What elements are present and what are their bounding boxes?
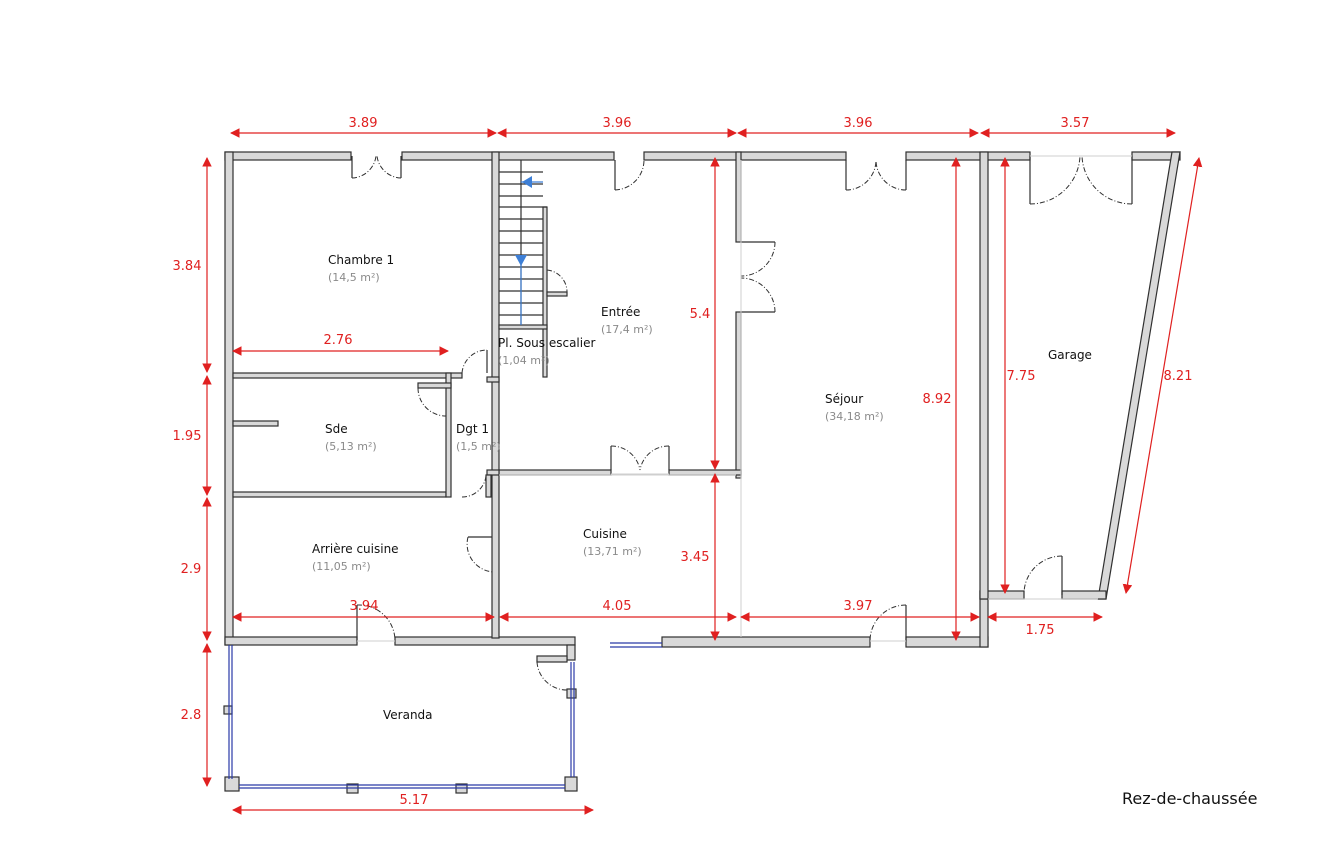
- room-area: (5,13 m²): [325, 440, 377, 453]
- room-labels: Chambre 1 (14,5 m²) Entrée (17,4 m²) Pl.…: [312, 253, 1092, 722]
- dimension-label: 8.92: [923, 392, 952, 407]
- room-name: Chambre 1: [328, 253, 394, 267]
- room-name: Dgt 1: [456, 422, 489, 436]
- dimension-label: 1.75: [1026, 623, 1055, 638]
- dimension-label: 1.95: [173, 429, 202, 444]
- dimension-label: 2.8: [181, 708, 202, 723]
- dimension-label: 2.9: [181, 562, 202, 577]
- dimension-label: 3.96: [603, 116, 632, 131]
- dimension-label: 3.97: [844, 599, 873, 614]
- room-name: Veranda: [383, 708, 433, 722]
- dimension-label: 8.21: [1164, 369, 1193, 384]
- room-area: (13,71 m²): [583, 545, 642, 558]
- dimension-label: 7.75: [1007, 369, 1036, 384]
- room-area: (34,18 m²): [825, 410, 884, 423]
- staircase: [499, 160, 547, 325]
- dimension-label: 4.05: [603, 599, 632, 614]
- dimension-label: 3.84: [173, 259, 202, 274]
- room-name: Garage: [1048, 348, 1092, 362]
- openings: [351, 155, 1133, 691]
- room-name: Entrée: [601, 305, 640, 319]
- room-name: Pl. Sous escalier: [498, 336, 595, 350]
- room-area: (11,05 m²): [312, 560, 371, 573]
- room-area: (17,4 m²): [601, 323, 653, 336]
- room-name: Séjour: [825, 392, 863, 406]
- dimension-label: 3.89: [349, 116, 378, 131]
- glazing: [228, 642, 662, 789]
- room-name: Sde: [325, 422, 348, 436]
- room-area: (1,04 m²): [498, 354, 550, 367]
- dimensions: [202, 128, 1203, 815]
- dimension-label: 3.57: [1061, 116, 1090, 131]
- dimension-labels: 3.89 3.96 3.96 3.57 3.84 1.95 2.9 2.8 2.…: [173, 116, 1193, 808]
- room-area: (1,5 m²): [456, 440, 501, 453]
- plan-caption: Rez-de-chaussée: [1122, 789, 1258, 808]
- dimension-label: 2.76: [324, 333, 353, 348]
- walls: [223, 151, 1181, 794]
- dimension-label: 3.96: [844, 116, 873, 131]
- dimension-label: 5.17: [400, 793, 429, 808]
- dimension-line: [1122, 157, 1203, 594]
- dimension-label: 3.94: [350, 599, 379, 614]
- dimension-label: 5.4: [690, 307, 711, 322]
- dimension-label: 3.45: [681, 550, 710, 565]
- room-name: Cuisine: [583, 527, 627, 541]
- room-area: (14,5 m²): [328, 271, 380, 284]
- stair-arrow-icon: [515, 255, 527, 266]
- room-name: Arrière cuisine: [312, 542, 399, 556]
